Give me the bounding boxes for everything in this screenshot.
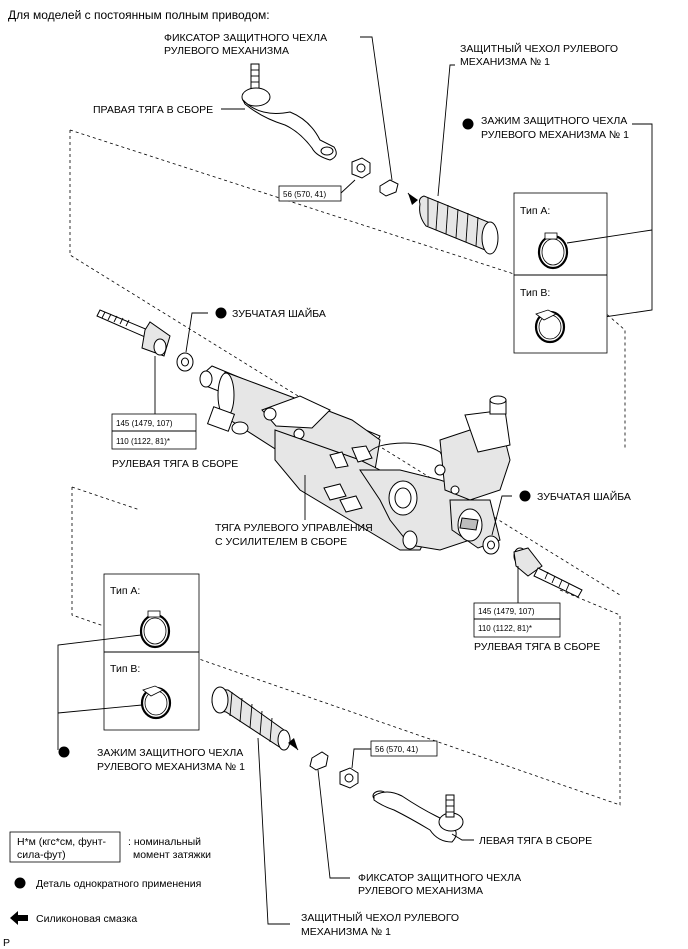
clamp-type-a-bottom-icon [139,610,171,649]
boot-clip-top-label-2: РУЛЕВОГО МЕХАНИЗМА [164,45,289,57]
leader-boot-bottom [257,737,290,925]
silicone-arrow-top-stem [407,192,415,203]
torque-rod-left-2: 110 (1122, 81)* [116,437,170,446]
type-b-bottom-label: Тип B: [110,663,140,675]
right-tie-rod-end-part [241,63,337,161]
torque-box-rod-right [473,602,561,638]
rack-end-right-label: РУЛЕВАЯ ТЯГА В СБОРЕ [474,641,600,653]
torque-rod-right-2: 110 (1122, 81)* [478,624,532,633]
leader-type-b-bottom [57,704,143,714]
single-use-dot-clamp-bottom [58,746,70,758]
single-use-dot-washer-left [215,307,227,319]
leader-claw-washer-right [491,495,512,536]
leader-clamp-top [569,123,653,323]
clamp-type-b-top-icon [534,309,566,344]
bottom-steering-boot-part [211,686,291,751]
legend-single-use-icon [14,877,26,889]
clamp-bottom-label-2: РУЛЕВОГО МЕХАНИЗМА № 1 [97,761,245,773]
boot-bottom-label-2: МЕХАНИЗМА № 1 [301,926,391,938]
gear-assy-label-2: С УСИЛИТЕЛЕМ В СБОРЕ [215,536,347,548]
leader-claw-washer-left [185,312,208,353]
boot-clip-bottom-label-2: РУЛЕВОГО МЕХАНИЗМА [358,885,483,897]
torque-rod-left-1: 145 (1479, 107) [116,419,173,428]
claw-washer-right-label: ЗУБЧАТАЯ ШАЙБА [537,490,631,503]
clamp-top-label-2: РУЛЕВОГО МЕХАНИЗМА № 1 [481,129,629,141]
legend-torque-box-2: сила-фут) [17,849,66,861]
boot-top-label-1: ЗАЩИТНЫЙ ЧЕХОЛ РУЛЕВОГО [460,42,618,55]
leader-boot-top [437,64,455,197]
clamp-types-box-bottom [103,573,200,731]
leader-boot-clip-top [360,36,393,181]
clamp-types-box-top [513,192,608,354]
gear-assy-label-1: ТЯГА РУЛЕВОГО УПРАВЛЕНИЯ [215,522,373,534]
type-a-bottom-label: Тип A: [110,585,140,597]
torque-rod-right-1: 145 (1479, 107) [478,607,535,616]
single-use-dot-washer-right [519,490,531,502]
legend-torque-box [9,831,121,863]
clamp-type-a-top-icon [537,232,569,270]
leader-type-a-bottom [57,634,142,750]
bottom-boot-clip-part [309,751,329,771]
clamp-type-b-bottom-icon [140,685,172,720]
steering-gear-assembly-part [199,365,511,551]
rack-end-left-label: РУЛЕВАЯ ТЯГА В СБОРЕ [112,458,238,470]
left-claw-washer-part [176,352,194,372]
dashed-plane-top [69,129,626,596]
top-nut-part [351,157,371,179]
boot-bottom-label-1: ЗАЩИТНЫЙ ЧЕХОЛ РУЛЕВОГО [301,911,459,924]
legend-torque-box-1: Н*м (кгс*см, фунт- [17,836,107,848]
legend-torque-desc-2: момент затяжки [133,849,211,861]
boot-clip-bottom-label-1: ФИКСАТОР ЗАЩИТНОГО ЧЕХЛА [358,872,521,884]
bottom-nut-part [339,767,359,789]
torque-box-nut-bottom [370,740,438,757]
torque-box-rod-left [111,413,197,450]
leader-type-a-top [566,229,653,244]
leader-boot-clip-bottom [317,769,350,879]
type-b-top-label: Тип B: [520,287,550,299]
legend-single-use-label: Деталь однократного применения [36,878,201,890]
top-boot-clip-part [379,179,399,197]
dashed-plane-bottom [71,486,621,806]
left-tie-rod-end-part [372,790,464,843]
tie-rod-end-right-label: ПРАВАЯ ТЯГА В СБОРЕ [93,104,213,116]
single-use-dot-clamp-top [462,118,474,130]
clamp-bottom-label-1: ЗАЖИМ ЗАЩИТНОГО ЧЕХЛА [97,747,243,759]
header-text: Для моделей с постоянным полным приводом… [8,8,270,22]
torque-nut-bottom-value: 56 (570, 41) [375,745,418,754]
leader-torque-nut-top [340,179,356,194]
boot-clip-top-label-1: ФИКСАТОР ЗАЩИТНОГО ЧЕХЛА [164,32,327,44]
left-rack-end-part [96,309,171,357]
claw-washer-left-label: ЗУБЧАТАЯ ШАЙБА [232,307,326,320]
silicone-arrow-bottom-stem [291,740,299,751]
clamp-top-label-1: ЗАЖИМ ЗАЩИТНОГО ЧЕХЛА [481,115,627,127]
footer-code: P [3,937,10,949]
right-claw-washer-part [482,535,500,555]
tie-rod-end-left-label: ЛЕВАЯ ТЯГА В СБОРЕ [479,835,592,847]
legend-silicone-label: Силиконовая смазка [36,913,137,925]
boot-top-label-2: МЕХАНИЗМА № 1 [460,56,550,68]
type-a-top-label: Тип A: [520,205,550,217]
legend-torque-desc-1: : номинальный [128,836,201,848]
torque-nut-top-value: 56 (570, 41) [283,190,326,199]
top-steering-boot-part [419,195,499,255]
leader-tie-end-left [451,833,474,841]
right-rack-end-part [513,547,583,598]
leader-torque-nut-bottom [351,748,371,769]
torque-box-nut-top [278,185,342,202]
legend-silicone-arrow-icon [10,911,28,925]
